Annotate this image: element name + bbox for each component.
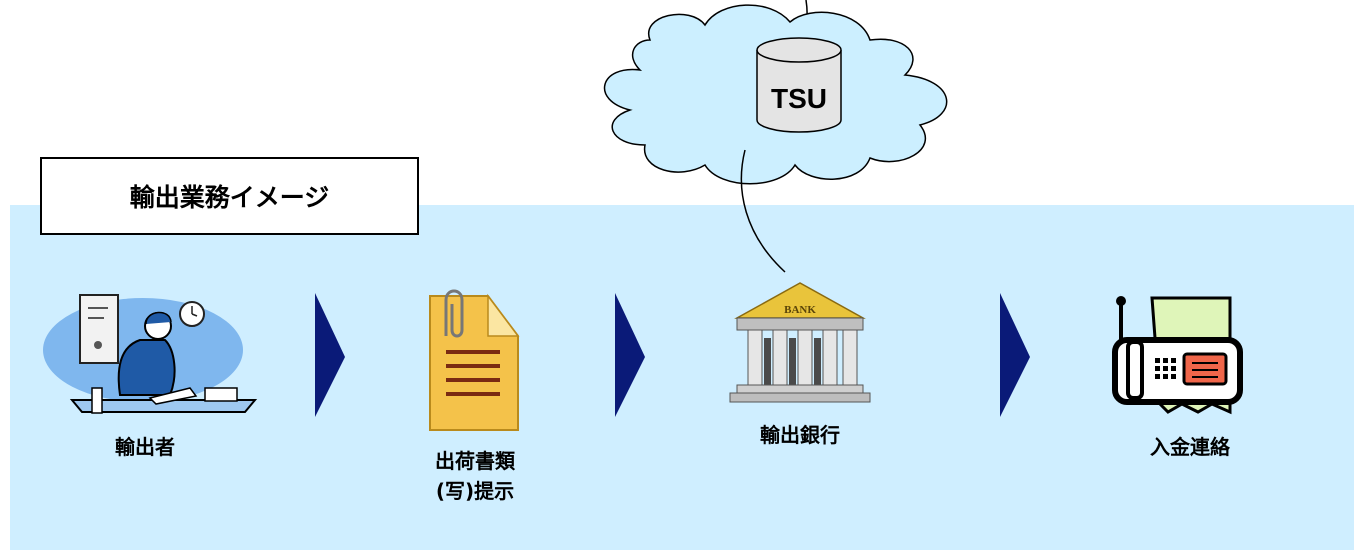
- flow-arrow-3: [1000, 293, 1030, 417]
- document-icon: [429, 289, 520, 431]
- fax-icon: [1112, 296, 1243, 415]
- connection-line-bank: [740, 149, 786, 273]
- diagram-title: 輸出業務イメージ: [40, 157, 419, 235]
- step-label-documents-line1: 出荷書類: [435, 449, 515, 473]
- step-label-bank: 輸出銀行: [760, 423, 840, 447]
- step-label-documents-line2: (写)提示: [435, 479, 515, 503]
- bank-sign: BANK: [784, 304, 816, 316]
- database-label: TSU: [771, 83, 827, 114]
- step-label-exporter: 輸出者: [115, 435, 175, 459]
- bank-icon: BANK: [729, 282, 871, 403]
- flow-arrow-2: [615, 293, 645, 417]
- flow-arrow-1: [315, 293, 345, 417]
- database-icon: [756, 37, 842, 133]
- step-label-documents: 出荷書類 (写)提示: [405, 446, 545, 506]
- exporter-desk-icon: [43, 294, 258, 414]
- step-label-payment: 入金連絡: [1150, 435, 1230, 459]
